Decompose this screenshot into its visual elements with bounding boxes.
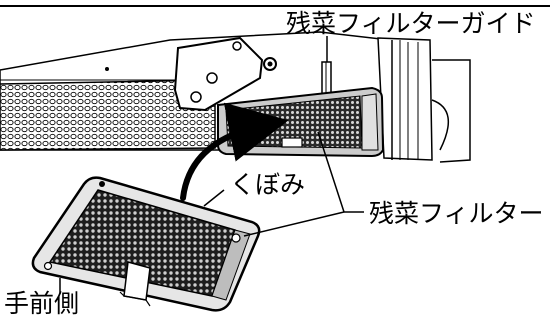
food-filter-label: 残菜フィルター bbox=[369, 199, 544, 228]
filter-leader-b bbox=[317, 131, 345, 213]
recess-label: くぼみ bbox=[230, 170, 306, 199]
filter-guide-label: 残菜フィルターガイド bbox=[286, 9, 536, 38]
front-side-label: 手前側 bbox=[4, 289, 80, 318]
filter-leader-c bbox=[243, 211, 345, 237]
side-wall bbox=[377, 37, 433, 161]
kubomi-leader bbox=[203, 189, 225, 207]
filter-handle bbox=[123, 261, 151, 301]
insert-arrow bbox=[180, 102, 289, 201]
